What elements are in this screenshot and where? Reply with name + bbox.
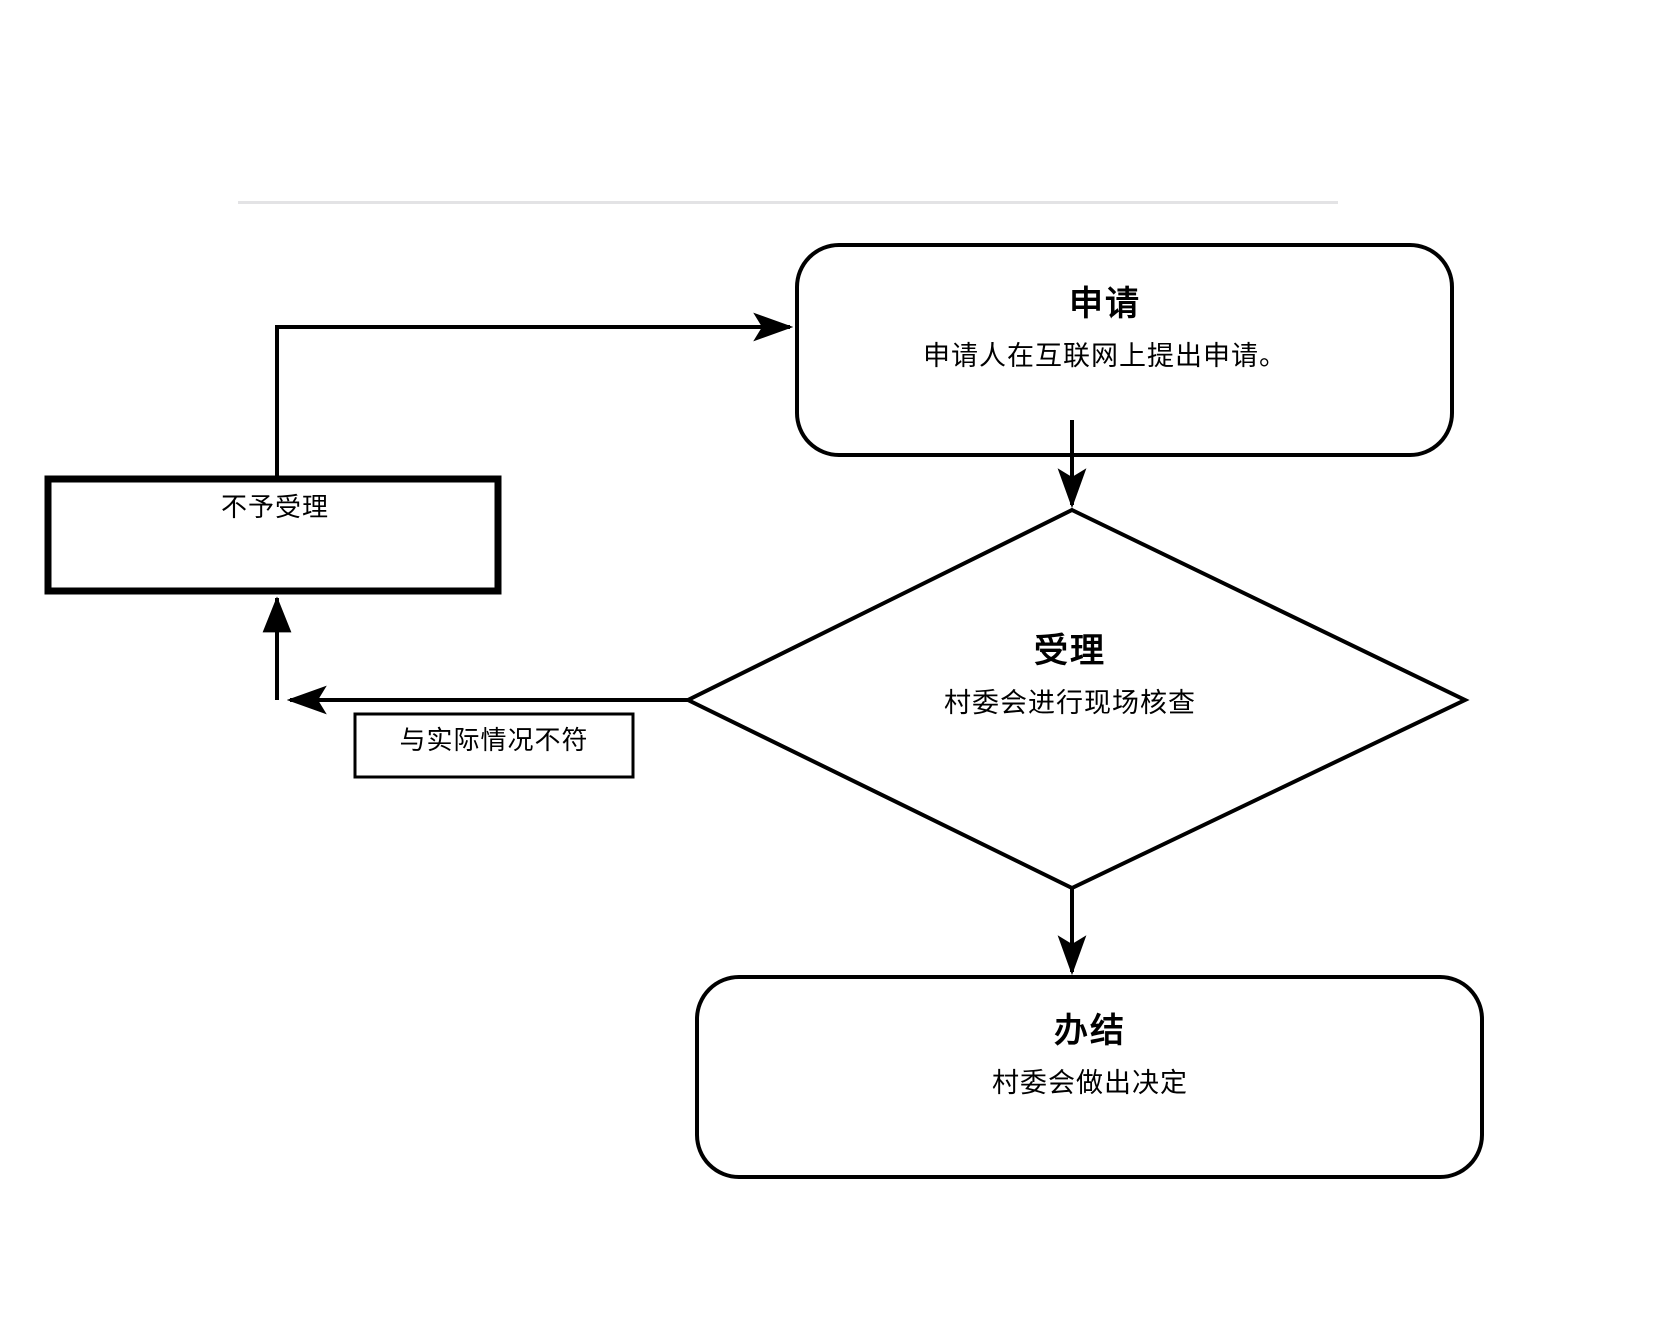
node-mismatch-shape [353, 712, 635, 779]
node-done-shape [695, 975, 1484, 1179]
node-apply-shape [795, 243, 1454, 457]
node-reject-shape [44, 475, 502, 595]
header-divider [238, 201, 1338, 204]
node-accept-shape [683, 507, 1470, 891]
edge-reject-to-apply [275, 312, 794, 479]
